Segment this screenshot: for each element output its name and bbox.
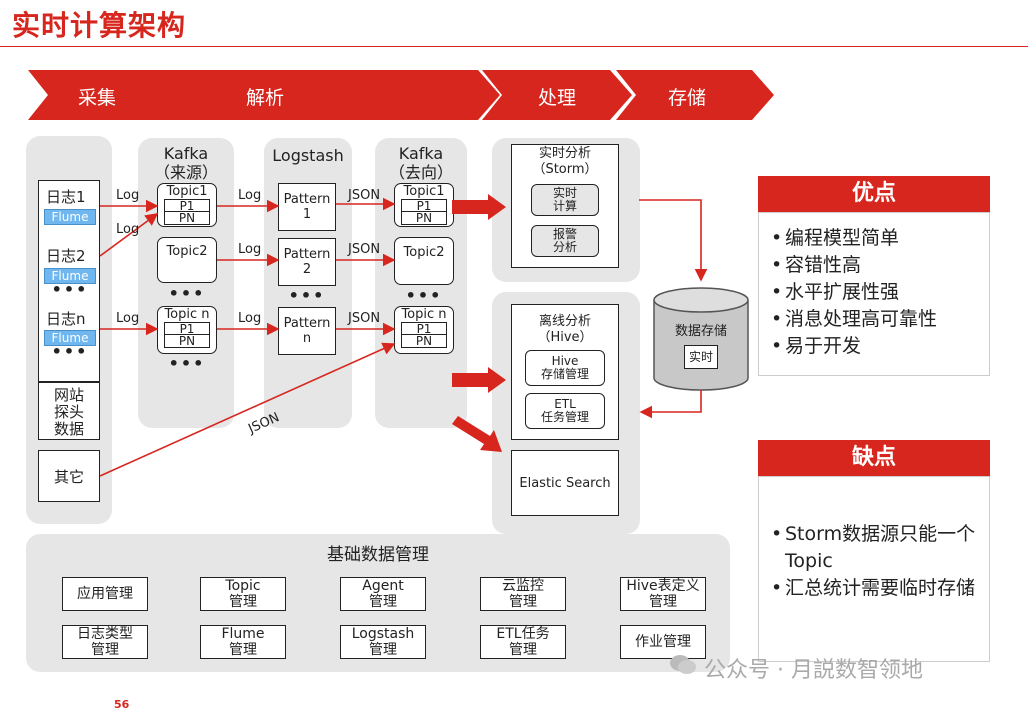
edge-storm-storage [639,199,708,282]
title-divider [0,46,1028,47]
pros-item: 易于开发 [771,333,989,360]
page-number: 56 [114,698,130,711]
flume-tag-2: Flume [44,268,96,284]
partition-pn: PN [401,335,447,348]
logn-label: 日志n [46,310,86,328]
mgmt-job: 作业管理 [620,625,706,659]
partition-p1: P1 [164,322,210,335]
partition-p1: P1 [401,322,447,335]
pros-item: 消息处理高可靠性 [771,306,989,333]
log2-label: 日志2 [46,247,86,265]
web-probe-data: 网站 探头 数据 [38,382,100,440]
partition-p1: P1 [401,199,447,212]
storage-realtime: 实时 [684,345,718,369]
kafka-out-topicn: Topic n P1 PN [394,306,454,354]
watermark-text: 公众号 · 月説数智领地 [704,658,923,683]
chevron-parse [138,70,500,120]
flume-tag-n: Flume [44,330,96,346]
stage-label-collect: 采集 [78,87,117,109]
mgmt-etl: ETL任务 管理 [480,625,566,659]
topic-label: Topic n [164,307,210,322]
cons-item: 汇总统计需要临时存储 [771,575,979,602]
label-log-3: Log [238,188,262,203]
alarm-analysis: 报警 分析 [531,225,599,257]
wechat-icon [670,655,696,674]
partition-p1: P1 [164,199,210,212]
stage-chevrons [28,70,774,120]
storm-title: 实时分析 （Storm） [532,146,598,177]
realtime-calc: 实时 计算 [531,184,599,216]
other-source: 其它 [38,450,100,502]
partition-pn: PN [401,212,447,225]
pattern-1: Pattern 1 [278,183,336,231]
kafka-out-dots: ••• [405,286,443,305]
label-log-2: Log [116,222,140,237]
edge-storage-offline [639,390,702,419]
stage-label-store: 存储 [668,87,707,109]
kafka-in-topic1: Topic1 P1 PN [157,183,217,227]
source-dots-2: ••• [51,342,89,361]
mgmt-logstash: Logstash 管理 [340,625,426,659]
label-json-2: JSON [348,242,381,257]
label-log-1: Log [116,188,140,203]
kafka-in-dots-1: ••• [168,284,206,303]
kafka-in-topic2: Topic2 [157,237,217,283]
label-json-other: JSON [246,410,282,437]
partition-pn: PN [164,212,210,225]
hive-storage: Hive 存储管理 [525,350,605,386]
etl-task: ETL 任务管理 [525,393,605,429]
label-log-n: Log [116,311,140,326]
partition-pn: PN [164,335,210,348]
source-dots-1: ••• [51,280,89,299]
cons-title: 缺点 [758,440,990,476]
pros-item: 容错性高 [771,252,989,279]
kafka-in-dots-2: ••• [168,354,206,373]
mgmt-logtype: 日志类型 管理 [62,625,148,659]
topic-label: Topic1 [403,184,445,199]
label-log-5: Log [238,311,262,326]
chevron-process [482,70,632,120]
kafka-out-topic2: Topic2 [394,237,454,285]
pros-list: 编程模型简单 容错性高 水平扩展性强 消息处理高可靠性 易于开发 [758,212,990,376]
logstash-title: Logstash [272,146,344,165]
kafka-in-topicn: Topic n P1 PN [157,306,217,354]
kafka-out-topic1: Topic1 P1 PN [394,183,454,227]
storage-cylinder [653,287,749,391]
label-log-4: Log [238,242,262,257]
mgmt-monitor: 云监控 管理 [480,577,566,611]
pattern-n: Pattern n [278,307,336,355]
flume-tag-1: Flume [44,209,96,225]
pros-item: 水平扩展性强 [771,279,989,306]
pattern-2: Pattern 2 [278,238,336,286]
label-json-1: JSON [348,188,381,203]
cons-list: Storm数据源只能一个Topic 汇总统计需要临时存储 [758,476,990,662]
base-title: 基础数据管理 [327,545,429,565]
mgmt-app: 应用管理 [62,577,148,611]
log1-label: 日志1 [46,188,86,206]
page-title: 实时计算架构 [12,9,187,42]
mgmt-flume: Flume 管理 [200,625,286,659]
label-json-3: JSON [348,311,381,326]
mgmt-topic: Topic 管理 [200,577,286,611]
mgmt-hive: Hive表定义 管理 [620,577,706,611]
elastic-search: Elastic Search [511,450,619,516]
stage-label-parse: 解析 [246,87,285,109]
storage-title: 数据存储 [674,324,727,339]
stage-label-process: 处理 [538,87,577,109]
mgmt-agent: Agent 管理 [340,577,426,611]
topic-label: Topic1 [166,184,208,199]
logstash-dots: ••• [288,286,326,305]
pros-item: 编程模型简单 [771,225,989,252]
offline-title: 离线分析 （Hive） [537,314,593,345]
topic-label: Topic n [401,307,447,322]
pros-title: 优点 [758,176,990,212]
cons-item: Storm数据源只能一个Topic [771,521,979,575]
chevron-collect [28,70,162,120]
kafka-out-title: Kafka （去向） [388,144,453,182]
kafka-in-title: Kafka （来源） [153,144,218,182]
chevron-store [616,70,774,120]
